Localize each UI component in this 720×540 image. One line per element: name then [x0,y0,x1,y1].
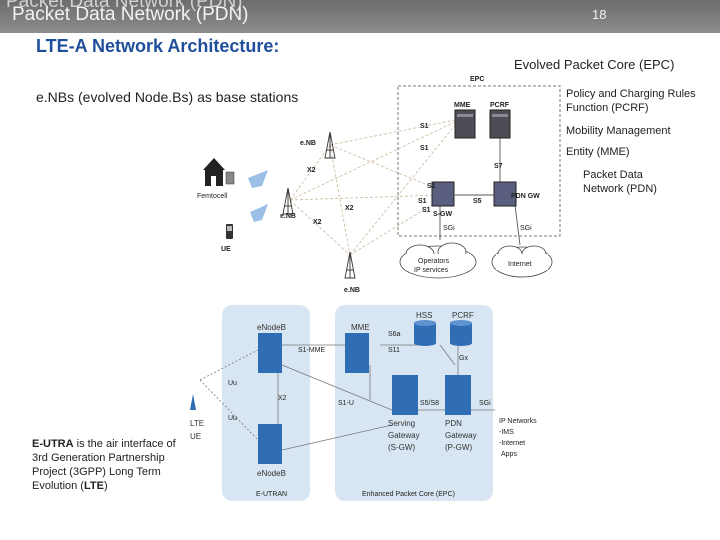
s5-label: S5 [473,198,482,205]
pcrf-cylinder [450,320,472,346]
pdn-note: Packet Data Network (PDN) [583,169,657,195]
sgw-label: S-GW [433,211,452,218]
enb-description: e.NBs (evolved Node.Bs) as base stations [36,89,299,105]
slide-title: Packet Data Network (PDN) [12,4,249,25]
radio-waves-icon [248,170,268,222]
lte-epc-diagram: eNodeB eNodeB MME HSS PCRF S1-MME S6a S1… [190,305,541,501]
eutra-text-2: ) [103,480,108,492]
title-bar: Packet Data Network (PDN) Packet Data Ne… [0,0,720,33]
enb-tower-icon [324,131,336,159]
section-heading: LTE-A Network Architecture: [36,36,280,56]
pcrf-server [489,109,511,139]
enodeb-box-top [258,333,282,373]
epc-label: EPC [470,76,484,83]
s11-label: S11 [388,347,400,354]
hss-label: HSS [416,311,432,320]
apps-label: Apps [501,451,517,458]
enodeb-label-bottom: eNodeB [257,469,286,478]
s1-links [289,119,456,256]
s7-label: S7 [494,163,503,170]
gx-label: Gx [459,355,468,362]
pcrf-note: Policy and Charging Rules Function (PCRF… [566,88,696,114]
x2-label-2: X2 [345,205,354,212]
ue-phone-icon [226,224,233,239]
s6a-label: S6a [388,331,401,338]
enb-tower-icon-3 [344,251,356,279]
pcrf-label-2: PCRF [452,311,474,320]
mme-label: MME [454,102,471,109]
pdn-gw-label: PDN GW [511,193,540,200]
x2-label-d2: X2 [278,395,287,402]
e-utran-region [222,305,310,501]
internet-label-d2: -Internet [499,440,525,447]
e-utran-label: E-UTRAN [256,491,287,498]
pgw-text-1: PDN [445,419,462,428]
title-ghost: Packet Data Network (PDN) [6,0,243,12]
sgw-box [392,375,418,415]
operators-label: Operators [418,258,450,265]
interface-lines [199,344,495,451]
mme-note-2: Entity (MME) [566,146,630,158]
femtocell-house-icon [203,158,235,186]
s1-mme-label: S1-MME [298,347,326,354]
epc-boundary [397,85,561,237]
sgw-server [431,181,455,207]
eutra-description: E-UTRA is the air interface of 3rd Gener… [32,437,182,493]
mme-server [454,109,476,139]
operators-ip-cloud [399,242,477,279]
pgw-text-2: Gateway [445,431,477,440]
ims-label: -IMS [499,429,514,436]
s1-u-label: S1-U [338,400,354,407]
lte-label: LTE [190,419,204,428]
sgw-text-1: Serving [388,419,415,428]
lte-antenna-icon [190,394,196,410]
pdn-gw-server [493,181,517,207]
ip-networks-region [493,398,541,488]
uu-label-2: Uu [228,415,237,422]
internet-label: Internet [508,261,532,268]
pgw-box [445,375,471,415]
pgw-text-3: (P-GW) [445,443,472,452]
sgw-text-2: Gateway [388,431,420,440]
x2-label-3: X2 [313,219,322,226]
ue-label: UE [221,246,231,253]
s1-label-3: S1 [427,183,436,190]
mme-label-2: MME [351,323,370,332]
ip-networks-label: IP Networks [499,418,537,425]
epc-caption: Evolved Packet Core (EPC) [514,57,675,72]
femtocell-label: Femtocell [197,193,228,200]
internet-cloud [491,245,553,278]
uu-label-1: Uu [228,380,237,387]
mme-note-1: Mobility Management [566,125,671,137]
lte-a-architecture-diagram: EPC [197,76,561,294]
enb-label-bottom: e.NB [344,287,360,294]
s1-label-2: S1 [420,145,429,152]
eutra-text-1: is the air interface of 3rd Generation P… [32,438,176,492]
sgw-text-3: (S-GW) [388,443,415,452]
s5-s8-label: S5/S8 [420,400,439,407]
s1-label-5: S1 [422,207,431,214]
sgi-label-1: SGi [443,225,455,232]
hss-cylinder [414,320,436,346]
s1-label-4: S1 [418,198,427,205]
ue-label-d2: UE [190,432,201,441]
mme-box [345,333,369,373]
enodeb-box-bottom [258,424,282,464]
sgi-label-d2: SGi [479,400,491,407]
s1-label-1: S1 [420,123,429,130]
enb-tower-icon-2 [282,187,294,215]
lte-term: LTE [83,480,104,492]
pcrf-label: PCRF [490,102,510,109]
enb-label-top: e.NB [300,140,316,147]
ip-services-label: IP services [414,267,449,274]
enb-label-mid: e.NB [280,213,296,220]
sgi-label-2: SGi [520,225,532,232]
enodeb-label-top: eNodeB [257,323,286,332]
eutra-term: E-UTRA [32,438,74,450]
x2-label-1: X2 [307,167,316,174]
slide-number: 18 [592,7,607,22]
epc-full-label: Enhanced Packet Core (EPC) [362,491,455,498]
